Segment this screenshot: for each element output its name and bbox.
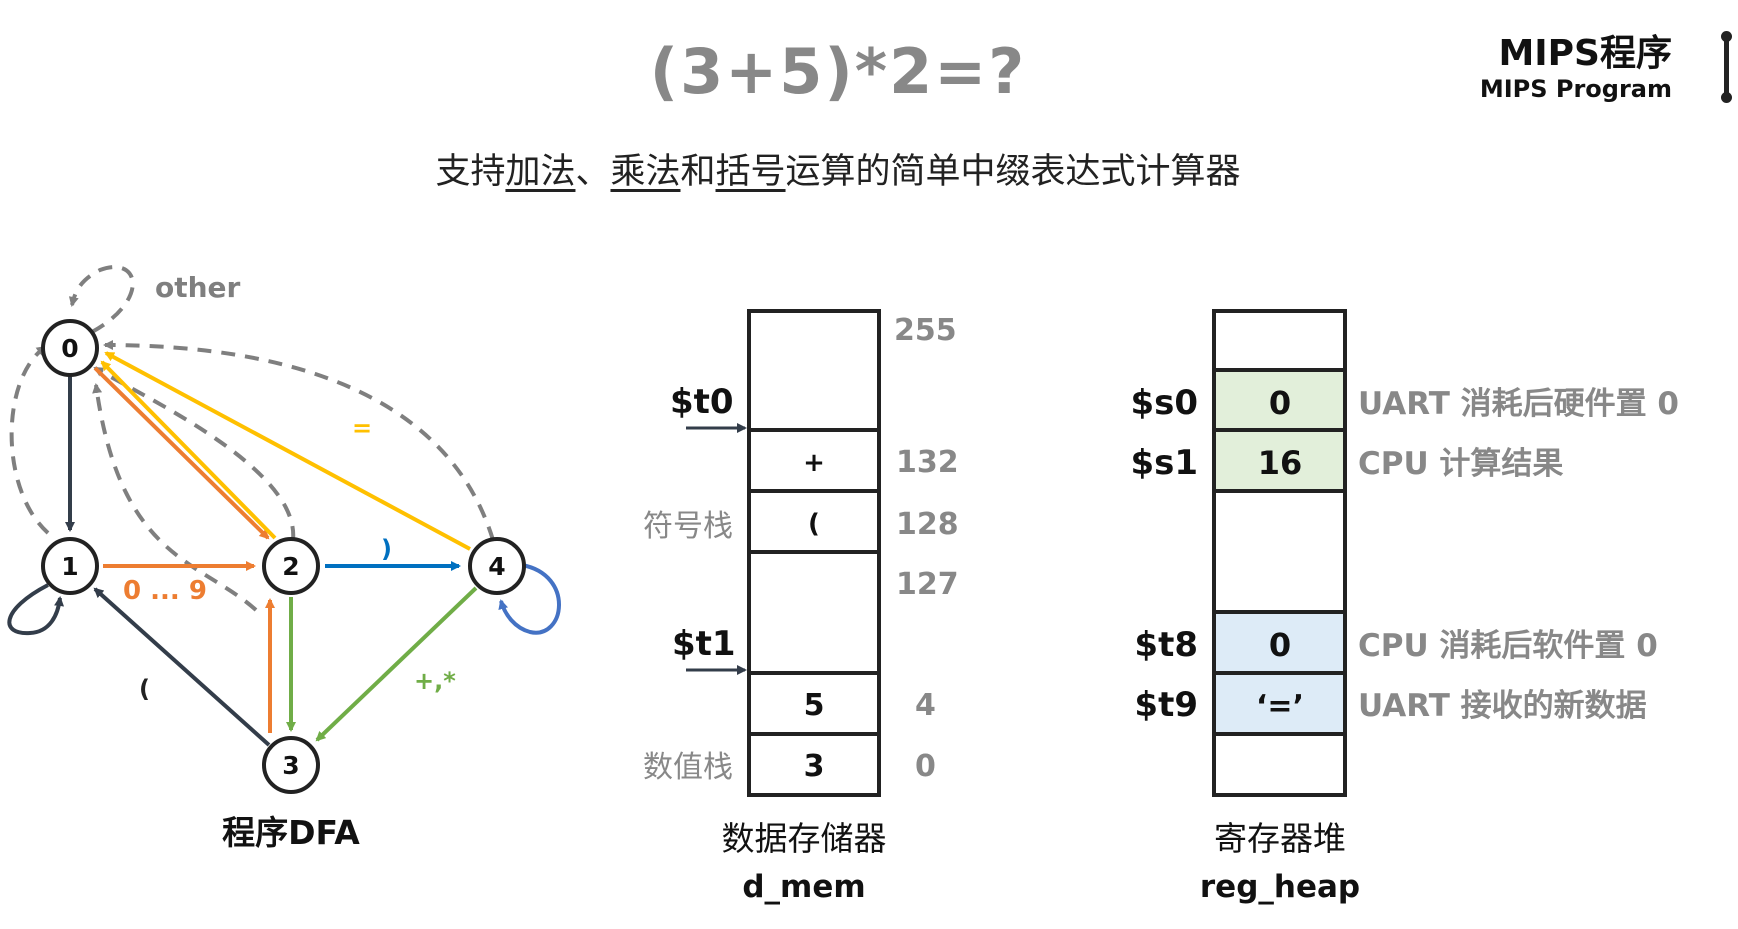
subtitle-text-2: 、 (575, 152, 611, 192)
brand-title-zh: MIPS程序 (1498, 33, 1672, 74)
dfa-label-ops: +,* (414, 667, 456, 695)
d-mem-cell-3: 3 (804, 749, 825, 784)
reg-heap-caption-zh: 寄存器堆 (1214, 819, 1346, 858)
d-mem-addr-132: 132 (896, 445, 959, 480)
reg-s1-name: $s1 (1130, 443, 1198, 483)
dfa-label-equals: = (352, 414, 372, 442)
dfa-state-1-label: 1 (61, 552, 78, 581)
d-mem-cell-paren: ( (808, 509, 820, 539)
reg-s1-value: 16 (1258, 444, 1303, 482)
dfa-state-0-label: 0 (61, 334, 78, 363)
dfa-state-2-label: 2 (282, 552, 299, 581)
label-symbol-stack: 符号栈 (643, 509, 733, 544)
d-mem-caption-en: d_mem (742, 869, 865, 905)
edge-3-to-0-other (92, 383, 258, 612)
edge-0-to-2-orange (93, 366, 270, 540)
dfa-state-3: 3 (262, 736, 320, 794)
d-mem: + ( 5 3 255 132 128 127 4 0 $t0 $t1 符号栈 … (643, 309, 959, 905)
brand-bar-cap-bottom (1721, 92, 1732, 103)
subtitle-text-1: 支持 (435, 152, 506, 192)
dfa-label-close-paren: ) (381, 535, 392, 563)
dfa-label-open-paren: ( (139, 675, 150, 703)
reg-t9-value: ‘=’ (1256, 689, 1304, 724)
brand-title-en: MIPS Program (1479, 75, 1672, 103)
dfa-state-4: 4 (468, 537, 526, 595)
reg-s1-note: CPU 计算结果 (1358, 446, 1563, 482)
edge-4-to-0-yellow (104, 351, 471, 551)
dfa-state-3-label: 3 (282, 751, 299, 780)
subtitle-addition: 加法 (505, 152, 576, 192)
d-mem-caption-zh: 数据存储器 (722, 819, 887, 858)
subtitle-text-4: 运算的简单中缀表达式计算器 (785, 152, 1241, 192)
dfa-state-2: 2 (262, 537, 320, 595)
brand-block: MIPS程序 MIPS Program (1480, 34, 1672, 104)
dfa-caption: 程序DFA (222, 813, 360, 852)
d-mem-addr-127: 127 (896, 567, 959, 602)
edge-2-to-0-yellow (100, 360, 277, 540)
reg-s0-name: $s0 (1130, 383, 1198, 423)
edge-3-to-1 (93, 587, 271, 747)
d-mem-cell-5: 5 (804, 688, 825, 723)
reg-heap-frame (1212, 309, 1347, 797)
edge-1-to-0-other (9, 345, 50, 535)
reg-t8-note: CPU 消耗后软件置 0 (1358, 628, 1658, 664)
reg-s0-note: UART 消耗后硬件置 0 (1358, 386, 1679, 422)
edge-1-self (7, 583, 65, 636)
reg-cell-s0-bg (1214, 370, 1345, 430)
page-title: (3+5)*2=? (649, 35, 1027, 108)
subtitle-text-3: 和 (680, 152, 716, 192)
pointer-t1-label: $t1 (672, 624, 736, 664)
reg-t8-value: 0 (1269, 626, 1291, 664)
pointer-t0-label: $t0 (670, 382, 734, 422)
subtitle-multiplication: 乘法 (610, 152, 681, 192)
brand-bar (1724, 35, 1729, 97)
edge-4-to-3 (315, 586, 478, 742)
d-mem-addr-4: 4 (915, 688, 936, 723)
label-value-stack: 数值栈 (643, 750, 733, 785)
reg-cell-t8-bg (1214, 612, 1345, 673)
dfa-state-1: 1 (41, 537, 99, 595)
dfa-state-0: 0 (41, 319, 99, 377)
dfa-edges (7, 265, 561, 747)
reg-heap-caption-en: reg_heap (1200, 869, 1360, 905)
dfa-label-digits: 0 ... 9 (123, 576, 207, 606)
d-mem-addr-128: 128 (896, 507, 959, 542)
d-mem-addr-255: 255 (894, 313, 957, 348)
brand-bar-cap-top (1721, 31, 1732, 42)
edge-4-self (498, 563, 561, 635)
subtitle-parentheses: 括号 (715, 152, 786, 192)
edge-4-to-0-other (103, 340, 495, 541)
reg-cell-s1-bg (1214, 430, 1345, 491)
dfa-state-4-label: 4 (488, 552, 505, 581)
reg-s0-value: 0 (1269, 384, 1291, 422)
dfa-label-other: other (155, 271, 241, 304)
d-mem-addr-0: 0 (915, 749, 936, 784)
d-mem-cell-plus: + (803, 448, 825, 478)
dfa-states: 0 1 2 3 4 (41, 319, 526, 794)
reg-cell-t9-bg (1214, 673, 1345, 734)
page-subtitle: 支持加法、乘法和括号运算的简单中缀表达式计算器 (0, 143, 1676, 194)
reg-heap: 0 16 0 ‘=’ $s0 $s1 $t8 $t9 UART 消耗后硬件置 0… (1130, 309, 1679, 905)
reg-t9-note: UART 接收的新数据 (1358, 688, 1647, 724)
reg-t8-name: $t8 (1134, 625, 1198, 665)
reg-t9-name: $t9 (1134, 685, 1198, 725)
